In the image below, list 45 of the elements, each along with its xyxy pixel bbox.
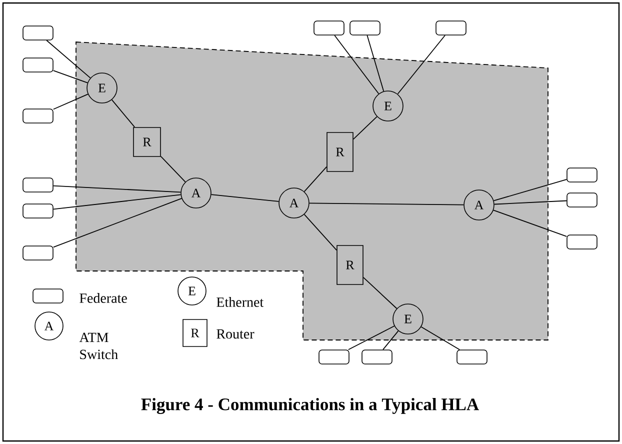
router-box: R	[133, 127, 161, 157]
federate-box	[566, 192, 598, 208]
legend-label: Ethernet	[216, 297, 264, 307]
connector-line	[304, 214, 338, 251]
connector-line	[46, 40, 91, 78]
legend-label: Federate	[80, 293, 127, 303]
connector-line	[52, 194, 182, 210]
connector-line	[52, 198, 182, 248]
connector-line	[493, 179, 568, 202]
connector-line	[352, 116, 378, 140]
federate-box	[566, 234, 598, 250]
figure-caption: Figure 4 - Communications in a Typical HLA	[141, 398, 479, 414]
connector-line	[334, 34, 380, 94]
connector-line	[52, 185, 182, 193]
federate-box	[314, 20, 344, 36]
connector-line	[308, 202, 464, 206]
connector-line	[210, 194, 280, 202]
federate-box	[350, 20, 380, 36]
connector-line	[160, 156, 186, 182]
connector-line	[362, 277, 398, 309]
federate-box	[22, 178, 54, 192]
federate-box	[456, 350, 488, 364]
federate-box	[22, 108, 54, 124]
federate-box	[436, 20, 466, 36]
federate-box	[22, 58, 54, 72]
connector-line	[420, 326, 460, 350]
federate-box	[22, 246, 54, 260]
federate-box	[22, 204, 54, 218]
federate-box	[362, 350, 392, 364]
connector-line	[382, 330, 399, 350]
router-box: R	[326, 132, 354, 172]
router-box: R	[336, 245, 364, 285]
connector-line	[52, 94, 88, 110]
connector-line	[304, 166, 328, 192]
legend-label: Router	[216, 329, 254, 339]
connector-line	[397, 34, 446, 94]
connector-line	[493, 210, 568, 237]
connector-line	[366, 34, 384, 92]
legend-label: ATM Switch	[79, 332, 118, 360]
connector-line	[52, 70, 88, 84]
connector-line	[111, 99, 136, 128]
federate-box	[566, 168, 598, 182]
connector-line	[494, 200, 568, 205]
federate-box	[22, 26, 54, 40]
federate-box	[318, 350, 350, 364]
